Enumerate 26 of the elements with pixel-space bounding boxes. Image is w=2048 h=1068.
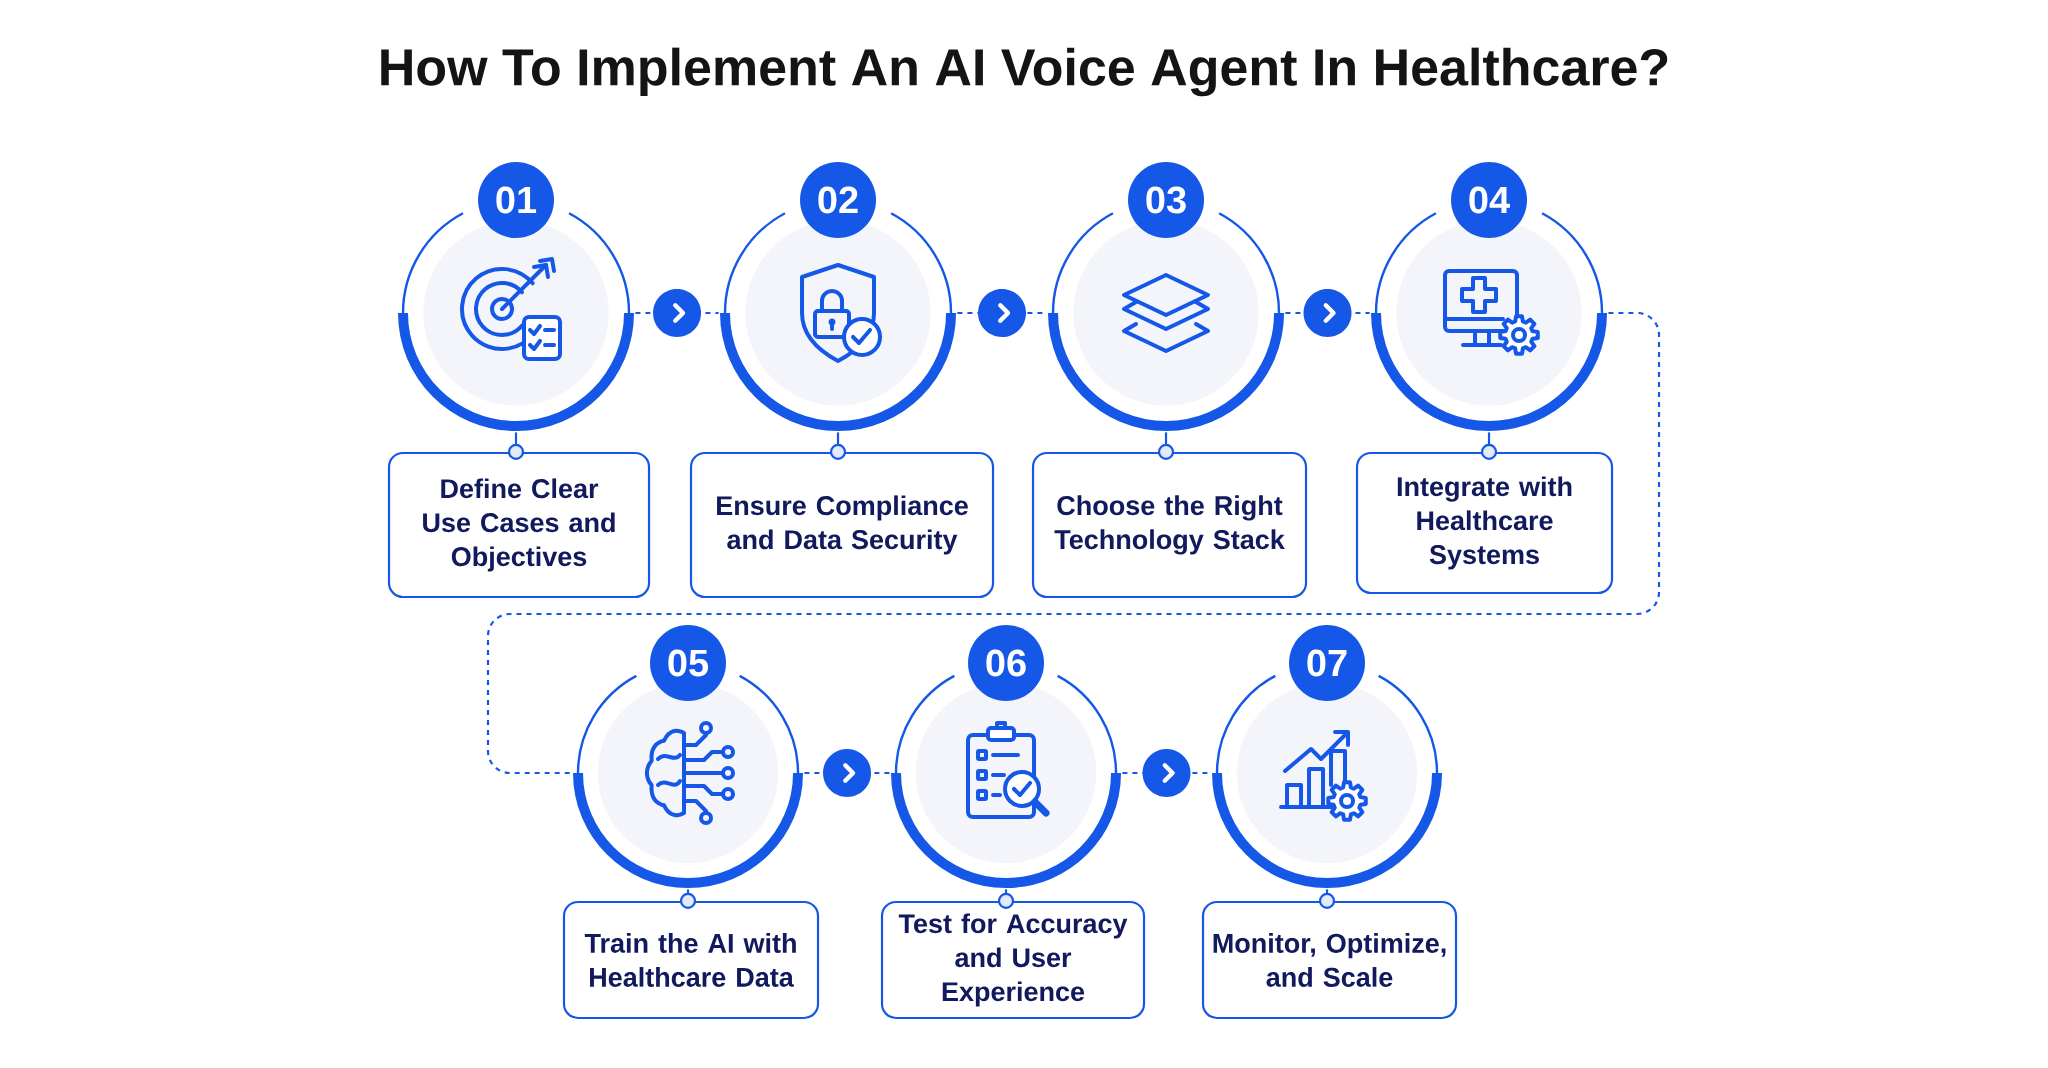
text-box: Test for Accuracy and User Experience [880,900,1146,1020]
text-box: Integrate with Healthcare Systems [1355,451,1614,595]
number-badge: 04 [1451,162,1527,238]
connector-line [679,889,697,909]
number-badge: 02 [800,162,876,238]
arrow [635,289,719,337]
title: How To Implement An AI Voice Agent In Healthcare? [381,47,1668,97]
connector-line [1318,889,1336,909]
dotted-line [486,311,1661,775]
text-box: Choose the Right Technology Stack [1031,451,1308,599]
text-box: Define Clear Use Cases and Objectives [387,451,651,599]
connector-line [1480,432,1498,460]
number-badge: 05 [650,625,726,701]
text-box: Ensure Compliance and Data Security [689,451,995,599]
text-box: Train the AI with Healthcare Data [562,900,820,1020]
text-box: Monitor, Optimize, and Scale [1201,900,1458,1020]
connector-line [1157,432,1175,460]
number-badge: 03 [1128,162,1204,238]
number-badge: 01 [478,162,554,238]
number-badge: 06 [968,625,1044,701]
number-badge: 07 [1289,625,1365,701]
arrow [1285,289,1370,337]
connector-line [997,889,1015,909]
arrow [804,749,890,797]
connector-line [507,432,525,460]
connector-line [829,432,847,460]
